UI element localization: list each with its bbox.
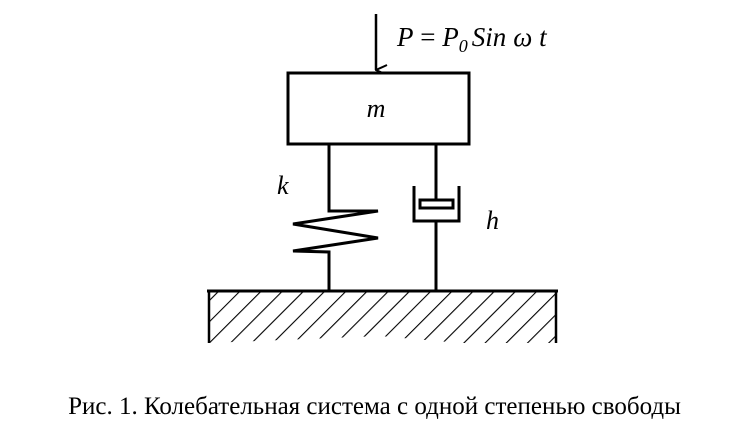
figure-caption: Рис. 1. Колебательная система с одной ст… bbox=[68, 393, 681, 420]
force-amplitude: P bbox=[441, 22, 459, 52]
mass-label: m bbox=[367, 94, 386, 123]
ground-hatching bbox=[209, 291, 556, 343]
damper-label: h bbox=[486, 206, 499, 235]
force-equals: = bbox=[414, 22, 443, 52]
spring bbox=[292, 144, 379, 291]
force-argument: ω t bbox=[513, 22, 548, 52]
spring-label: k bbox=[277, 171, 289, 200]
damper-piston bbox=[418, 198, 455, 210]
force-lhs: P bbox=[396, 22, 414, 52]
force-function: Sin bbox=[472, 22, 507, 52]
force-subscript: 0 bbox=[459, 36, 468, 56]
mass-block bbox=[286, 71, 471, 146]
